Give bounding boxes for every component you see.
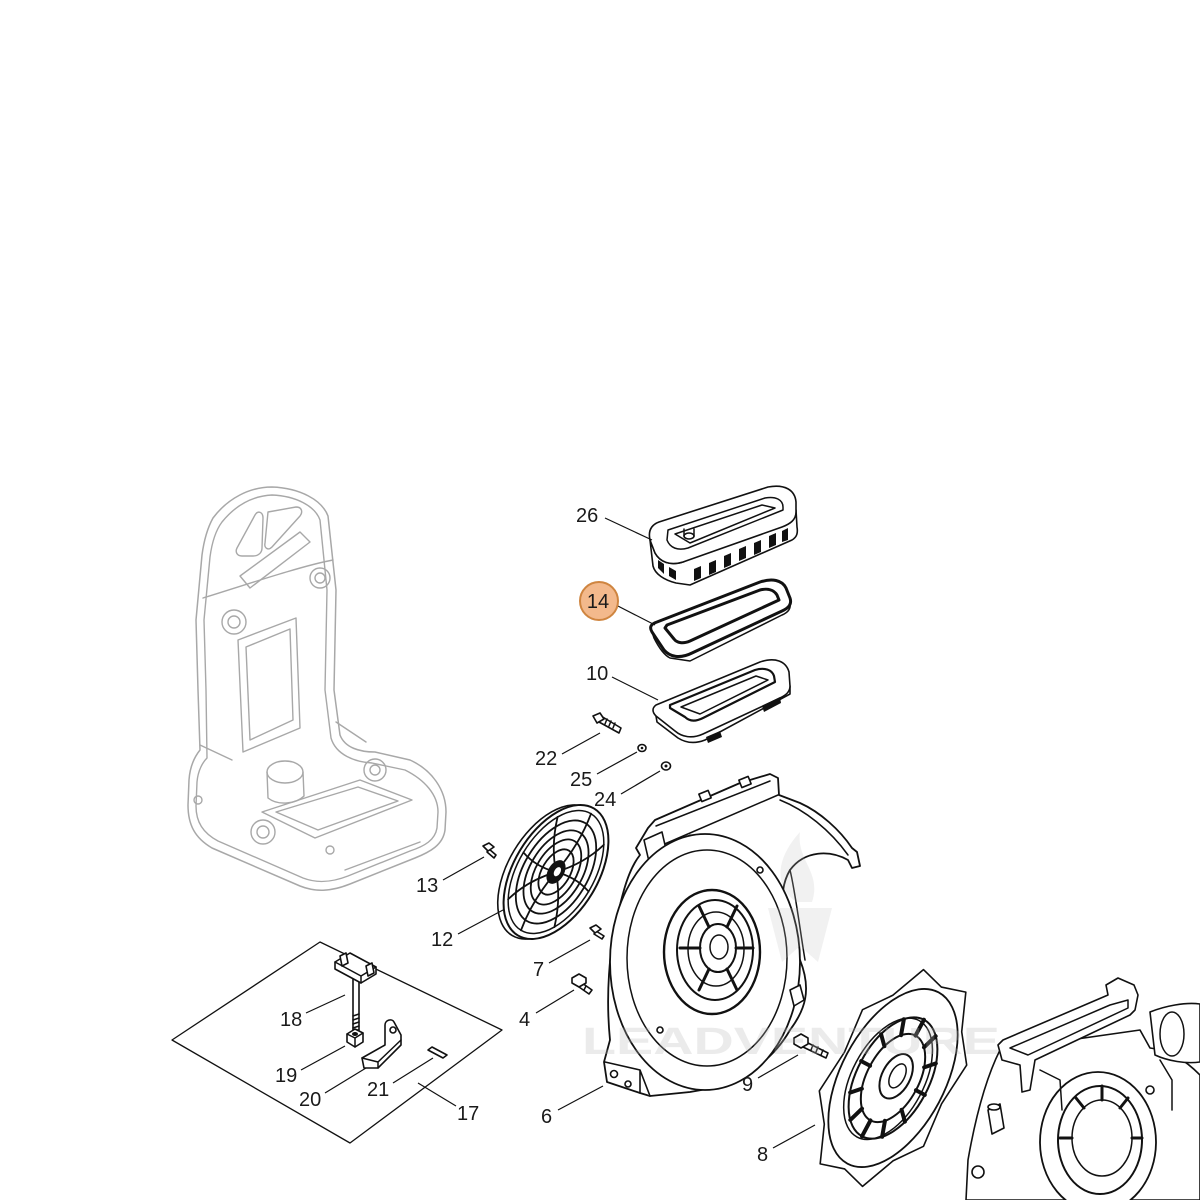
callout-18[interactable]: 18: [280, 994, 346, 1031]
watermark: LEADVENTURE: [582, 832, 1000, 1063]
washer-part-25: [637, 743, 647, 753]
kit-box-part-17: [171, 941, 503, 1144]
callout-14-highlight[interactable]: [579, 581, 619, 621]
callout-7[interactable]: 7: [533, 939, 591, 981]
callout-20-label[interactable]: 20: [299, 1089, 321, 1111]
callout-7-leader: [548, 939, 591, 964]
bracket-part-20: [361, 1019, 402, 1069]
callout-10-label[interactable]: 10: [586, 663, 608, 685]
callout-13-label[interactable]: 13: [416, 875, 438, 897]
fan-housing-part-6: [603, 773, 861, 1097]
filter-cover-part-26: [648, 485, 799, 586]
callout-24-leader: [620, 770, 661, 795]
callout-8-leader: [772, 1124, 816, 1149]
nut-part-19: [346, 1028, 364, 1048]
callout-12-leader: [457, 909, 504, 935]
callout-6-label[interactable]: 6: [541, 1106, 552, 1128]
callout-13[interactable]: 13: [416, 856, 485, 897]
pin-part-21: [427, 1046, 448, 1059]
callout-6[interactable]: 6: [541, 1085, 604, 1128]
callout-17-leader: [417, 1082, 457, 1107]
callout-12[interactable]: 12: [431, 909, 504, 951]
callout-7-label[interactable]: 7: [533, 959, 544, 981]
screw-part-22: [592, 712, 622, 734]
callout-21-label[interactable]: 21: [367, 1079, 389, 1101]
screw-part-9: [793, 1033, 829, 1059]
callout-4[interactable]: 4: [519, 989, 575, 1031]
gasket-part-14: [649, 578, 793, 662]
callout-25-label[interactable]: 25: [570, 769, 592, 791]
callout-10[interactable]: 10: [586, 663, 659, 701]
callout-22-label[interactable]: 22: [535, 748, 557, 770]
grille-part-12: [496, 803, 610, 941]
callout-10-leader: [611, 676, 659, 701]
callout-21[interactable]: 21: [367, 1057, 434, 1101]
callout-9-leader: [757, 1054, 799, 1079]
callout-8[interactable]: 8: [757, 1124, 816, 1166]
callout-12-label[interactable]: 12: [431, 929, 453, 951]
callout-21-leader: [392, 1057, 434, 1084]
callout-20[interactable]: 20: [299, 1067, 367, 1111]
callout-14[interactable]: 14: [579, 581, 656, 626]
callout-9[interactable]: 9: [742, 1054, 799, 1096]
backplate-drawing: [187, 486, 447, 891]
impeller-part-8: [818, 968, 968, 1188]
callout-22[interactable]: 22: [535, 732, 601, 770]
callout-20-leader: [324, 1067, 367, 1094]
screw-part-7: [589, 924, 605, 940]
screw-part-4: [571, 973, 593, 995]
callout-6-leader: [557, 1085, 604, 1111]
callout-17[interactable]: 17: [417, 1082, 479, 1125]
callout-19-leader: [300, 1045, 346, 1071]
callout-8-label[interactable]: 8: [757, 1144, 768, 1166]
screw-part-13: [482, 842, 497, 859]
bracket-part-18: [334, 952, 377, 1031]
filter-holder-part-10: [652, 659, 791, 744]
callout-4-label[interactable]: 4: [519, 1009, 530, 1031]
callout-25-leader: [596, 751, 638, 775]
callout-26[interactable]: 26: [576, 505, 653, 541]
callout-24-label[interactable]: 24: [594, 789, 616, 811]
watermark-logo: [768, 832, 832, 962]
callout-17-label[interactable]: 17: [457, 1103, 479, 1125]
watermark-text: LEADVENTURE: [582, 1021, 1000, 1063]
callout-26-label[interactable]: 26: [576, 505, 598, 527]
callout-19[interactable]: 19: [275, 1045, 346, 1087]
callout-19-label[interactable]: 19: [275, 1065, 297, 1087]
callout-14-label[interactable]: 14: [587, 591, 609, 613]
callout-18-label[interactable]: 18: [280, 1009, 302, 1031]
callout-9-label[interactable]: 9: [742, 1074, 753, 1096]
callout-26-leader: [604, 517, 653, 541]
callout-13-leader: [442, 856, 485, 881]
callout-25[interactable]: 25: [570, 751, 638, 791]
blower-housing-partial: [965, 977, 1200, 1200]
washer-part-24: [660, 761, 672, 771]
callout-24[interactable]: 24: [594, 770, 661, 811]
callout-18-leader: [305, 994, 346, 1014]
callout-14-leader: [613, 603, 656, 626]
callout-22-leader: [561, 732, 601, 755]
callout-4-leader: [535, 989, 575, 1014]
